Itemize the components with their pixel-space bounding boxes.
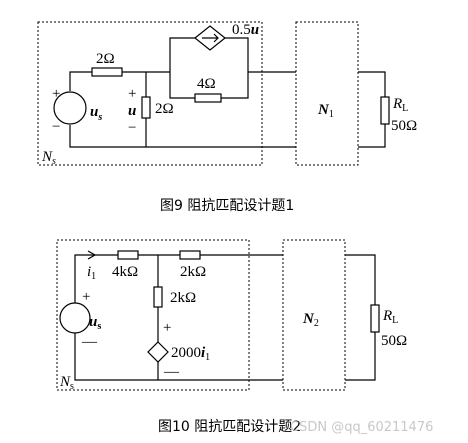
n2-label: N2 [302,311,319,329]
wire-fig9-load [358,71,386,148]
dep-minus: — [163,364,180,380]
wire-fig9-ccs-loop [169,37,249,72]
wire-fig9-top-left [69,71,92,91]
caption-fig9: 图9 阻抗匹配设计题1 [160,198,294,214]
u-plus: + [128,86,136,102]
current-label: i1 [87,264,96,282]
resistor-2k-shunt [153,286,163,308]
resistor-2k-top [179,250,201,260]
wire-fig9-4ohm-loop [169,72,249,99]
caption-fig10: 图10 阻抗匹配设计题2 [158,419,301,435]
rl-label-fig9: RL [392,96,408,114]
resistor-4k [117,250,139,260]
current-arrow-icon [87,250,97,260]
resistor-shunt-2ohm [141,96,151,119]
ns-box-fig10 [56,239,250,391]
source-plus-fig10: + [82,289,90,305]
rl-value-fig9: 50Ω [391,118,417,134]
dep-plus: + [163,320,171,336]
load-resistor-fig9 [380,96,390,125]
source-minus-fig10: — [81,334,98,350]
wire-fig10-top [74,254,283,303]
rl-value-fig10: 50Ω [381,333,407,349]
label-4ohm: 4Ω [197,76,216,92]
load-resistor-fig10 [370,304,380,333]
label-2ohm-series: 2Ω [96,51,115,67]
label-4k: 4kΩ [112,264,138,280]
source-label-fig10: us [89,314,101,332]
wire-fig9-bottom [69,125,296,148]
ccs-arrow-icon [202,33,219,43]
resistor-4ohm [194,93,222,103]
n2-box [282,239,346,391]
dep-label: 2000i1 [171,345,210,363]
wire-fig10-bottom [74,333,283,381]
u-label: u [128,103,136,119]
ns-box-fig9 [37,21,263,166]
ns-label-fig9: Ns [41,149,56,167]
figure-10: i1 4kΩ 2kΩ 2kΩ + 2000i1 — + us — Ns N2 R… [56,239,407,435]
n1-label: N1 [317,102,334,120]
label-2k-shunt: 2kΩ [170,290,196,306]
watermark: CSDN @qq_60211476 [290,420,433,435]
figure-9: 2Ω 2Ω 4Ω 0.5u + − us + u − Ns N1 RL 50Ω … [37,21,417,214]
label-ccs: 0.5u [232,22,259,38]
ns-label-fig10: Ns [59,374,74,392]
resistor-series-2ohm [91,67,123,77]
voltage-source-us-fig9 [53,91,87,125]
label-2k-top: 2kΩ [180,264,206,280]
u-minus: − [128,120,136,136]
voltage-source-us-fig10 [59,302,91,334]
source-label-fig9: us [90,104,102,123]
dependent-voltage-source-fig10 [147,341,169,363]
source-plus-fig9: + [52,86,60,102]
rl-label-fig10: RL [382,308,398,326]
label-2ohm-shunt: 2Ω [155,101,174,117]
n1-box [295,21,359,166]
wire-fig10-load [345,254,376,381]
source-minus-fig9: − [52,119,60,135]
